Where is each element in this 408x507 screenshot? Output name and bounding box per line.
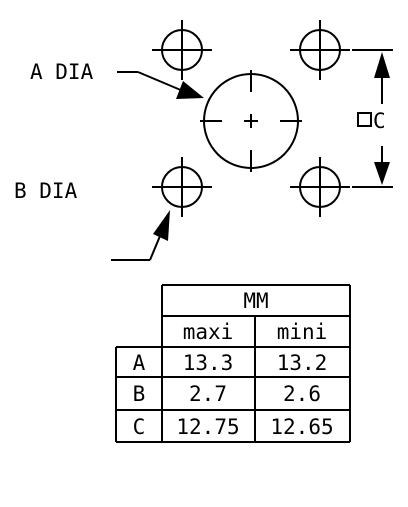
label-b-dia: B DIA [14,179,78,203]
table-row-label: B [133,382,146,406]
label-c: C [373,109,386,133]
arrowhead-a [176,81,204,99]
dimension-c [352,49,393,188]
table-cell-max: 13.3 [183,351,234,375]
label-a-dia: A DIA [30,60,94,84]
dimension-table: MM maxi mini A 13.3 13.2 B 2.7 2.6 C 12.… [115,284,351,443]
table-cell-min: 13.2 [277,351,328,375]
table-cell-max: 12.75 [176,415,239,439]
table-col-min: mini [277,320,328,344]
table-row: A 13.3 13.2 [133,351,328,375]
leader-b [111,235,161,261]
small-hole-top-left [152,20,212,80]
leader-a [117,71,184,92]
arrowhead-b [153,210,170,241]
square-symbol [357,112,372,127]
table-row-label: C [133,415,146,439]
table-row: C 12.75 12.65 [133,415,334,439]
table-row-label: A [133,351,146,375]
table-col-max: maxi [183,320,234,344]
table-cell-min: 2.6 [283,382,321,406]
small-hole-bottom-right [290,157,350,217]
arrowhead-c-bottom [374,162,390,185]
table-cell-max: 2.7 [189,382,227,406]
large-hole-center [200,70,302,172]
small-hole-top-right [290,20,350,80]
table-unit-header: MM [243,289,268,313]
table-cell-min: 12.65 [270,415,333,439]
small-hole-bottom-left [152,157,212,217]
arrowhead-c-top [374,52,390,78]
table-row: B 2.7 2.6 [133,382,321,406]
